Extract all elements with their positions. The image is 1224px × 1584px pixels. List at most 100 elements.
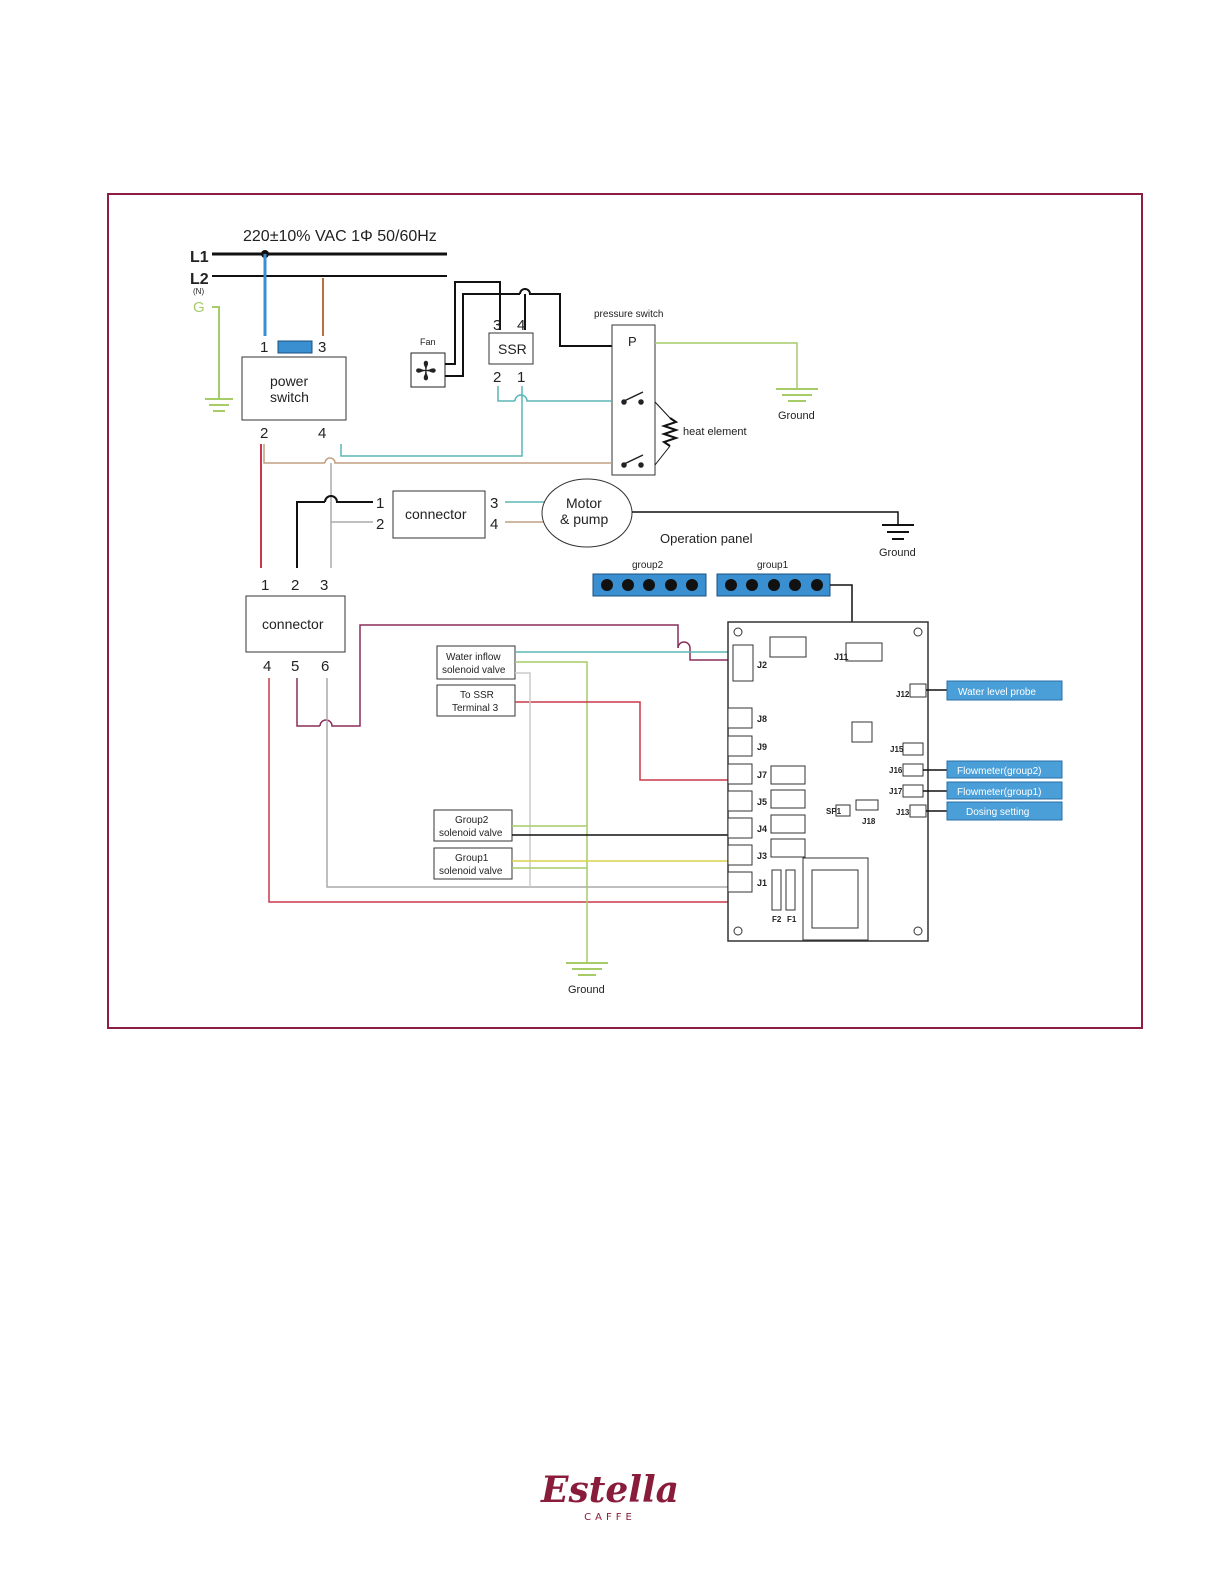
pressure-switch-box <box>611 324 656 476</box>
f1-label: F1 <box>787 915 797 924</box>
j17-connector <box>902 784 924 798</box>
pressure-switch-p: P <box>628 334 637 349</box>
connector-top-t1: 1 <box>376 495 384 512</box>
power-switch-t4: 4 <box>318 425 326 442</box>
water-inflow-valve-box <box>436 645 516 680</box>
wire-tossr-red <box>515 701 730 781</box>
j7-label: J7 <box>757 770 767 780</box>
group2-valve-label-1: Group2 <box>455 815 489 826</box>
heat-element-zigzag <box>660 417 680 447</box>
j4-label: J4 <box>757 824 767 834</box>
j18-label: J18 <box>862 817 876 826</box>
group1-valve-label-1: Group1 <box>455 853 489 864</box>
ground-label-motor: Ground <box>879 547 916 559</box>
j4-connector <box>727 817 753 839</box>
power-switch-t3: 3 <box>318 339 326 356</box>
connector-bottom-t5: 5 <box>291 658 299 675</box>
group1-valve-box <box>433 847 513 880</box>
wire-heat-top <box>654 401 671 419</box>
group2-label: group2 <box>632 560 664 571</box>
wire-conn5-purple-end <box>677 641 730 661</box>
wire-inflow-green <box>515 661 588 962</box>
ground-label-pressure: Ground <box>778 410 815 422</box>
j12-connector <box>909 683 927 698</box>
dosing-setting-tag <box>946 801 1063 821</box>
connector-top-t4: 4 <box>490 516 498 533</box>
relay-1 <box>770 765 806 785</box>
fuse-f1 <box>785 869 796 911</box>
group1-valve-label-2: solenoid valve <box>439 866 503 877</box>
ground-label-bottom: Ground <box>568 984 605 996</box>
to-ssr-box <box>436 684 516 717</box>
j2-connector <box>732 644 754 682</box>
board-transformer-core <box>811 869 859 929</box>
supply-label: 220±10% VAC 1Φ 50/60Hz <box>243 228 437 245</box>
j11-header <box>845 642 883 662</box>
ssr-t2: 2 <box>493 369 501 386</box>
wire-valve-grey <box>515 672 531 887</box>
power-switch-label-1: power <box>270 373 308 389</box>
connector-bottom-t3: 3 <box>320 577 328 594</box>
j9-label: J9 <box>757 742 767 752</box>
flowmeter-group2-label: Flowmeter(group2) <box>957 766 1041 777</box>
dosing-setting-label: Dosing setting <box>966 807 1029 818</box>
power-switch-t1: 1 <box>260 339 268 356</box>
g-label: G <box>193 299 205 316</box>
connector-top-t2: 2 <box>376 516 384 533</box>
j2-label: J2 <box>757 660 767 670</box>
j7-connector <box>727 763 753 785</box>
ground-symbol-motor <box>882 524 914 540</box>
wire-switch2-brown-hop <box>324 457 612 464</box>
j9-connector <box>727 735 753 757</box>
g-wire <box>212 306 220 398</box>
connector-bottom-t2: 2 <box>291 577 299 594</box>
n-label: (N) <box>193 287 204 296</box>
water-inflow-label-1: Water inflow <box>446 652 501 663</box>
group1-label: group1 <box>757 560 789 571</box>
ground-symbol-left <box>205 398 233 412</box>
j17-label: J17 <box>889 787 903 796</box>
wire-pressure-ground <box>655 342 798 388</box>
flowmeter-group2-tag <box>946 760 1063 779</box>
fan-label: Fan <box>420 337 436 347</box>
motor-label-2: & pump <box>560 511 608 527</box>
connector-top-label: connector <box>405 506 467 522</box>
wire-fan-b-hop <box>519 288 612 347</box>
group2-buttons <box>601 579 698 591</box>
water-level-probe-tag <box>946 680 1063 701</box>
wire-ssr2-teal-hop <box>514 394 612 402</box>
water-inflow-label-2: solenoid valve <box>442 665 506 676</box>
estella-caffe-logo: Estella CAFFE <box>520 1470 700 1540</box>
wire-fan-a <box>445 281 501 365</box>
operation-panel-label: Operation panel <box>660 531 753 546</box>
connector-bottom-t1: 1 <box>261 577 269 594</box>
j12-label: J12 <box>896 690 910 699</box>
j11-label: J11 <box>834 652 849 662</box>
power-switch-knob <box>277 340 313 354</box>
j8-connector <box>727 707 753 729</box>
relay-3 <box>770 814 806 834</box>
wire-conn5-purple <box>296 678 320 727</box>
power-switch-box <box>241 356 347 421</box>
j13-connector <box>909 804 927 818</box>
l1-label: L1 <box>190 249 209 266</box>
board-hole-bl <box>733 926 743 936</box>
motor-pump <box>541 478 633 548</box>
relay-2 <box>770 789 806 809</box>
connector-bottom-label: connector <box>262 616 324 632</box>
wire-conn5-purple-hop <box>319 624 679 727</box>
flowmeter-group1-label: Flowmeter(group1) <box>957 787 1041 798</box>
flowmeter-group1-tag <box>946 781 1063 800</box>
power-switch-t2: 2 <box>260 425 268 442</box>
sp1-connector <box>835 804 851 817</box>
j18-connector <box>855 799 879 811</box>
sp1-label: SP1 <box>826 807 842 816</box>
j16-connector <box>902 763 924 777</box>
ground-symbol-pressure <box>776 388 818 402</box>
water-level-probe-label: Water level probe <box>958 687 1036 698</box>
j5-label: J5 <box>757 797 767 807</box>
logo-brand: Estella <box>541 1469 679 1511</box>
j1-label: J1 <box>757 878 767 888</box>
group2-valve-box <box>433 809 513 842</box>
